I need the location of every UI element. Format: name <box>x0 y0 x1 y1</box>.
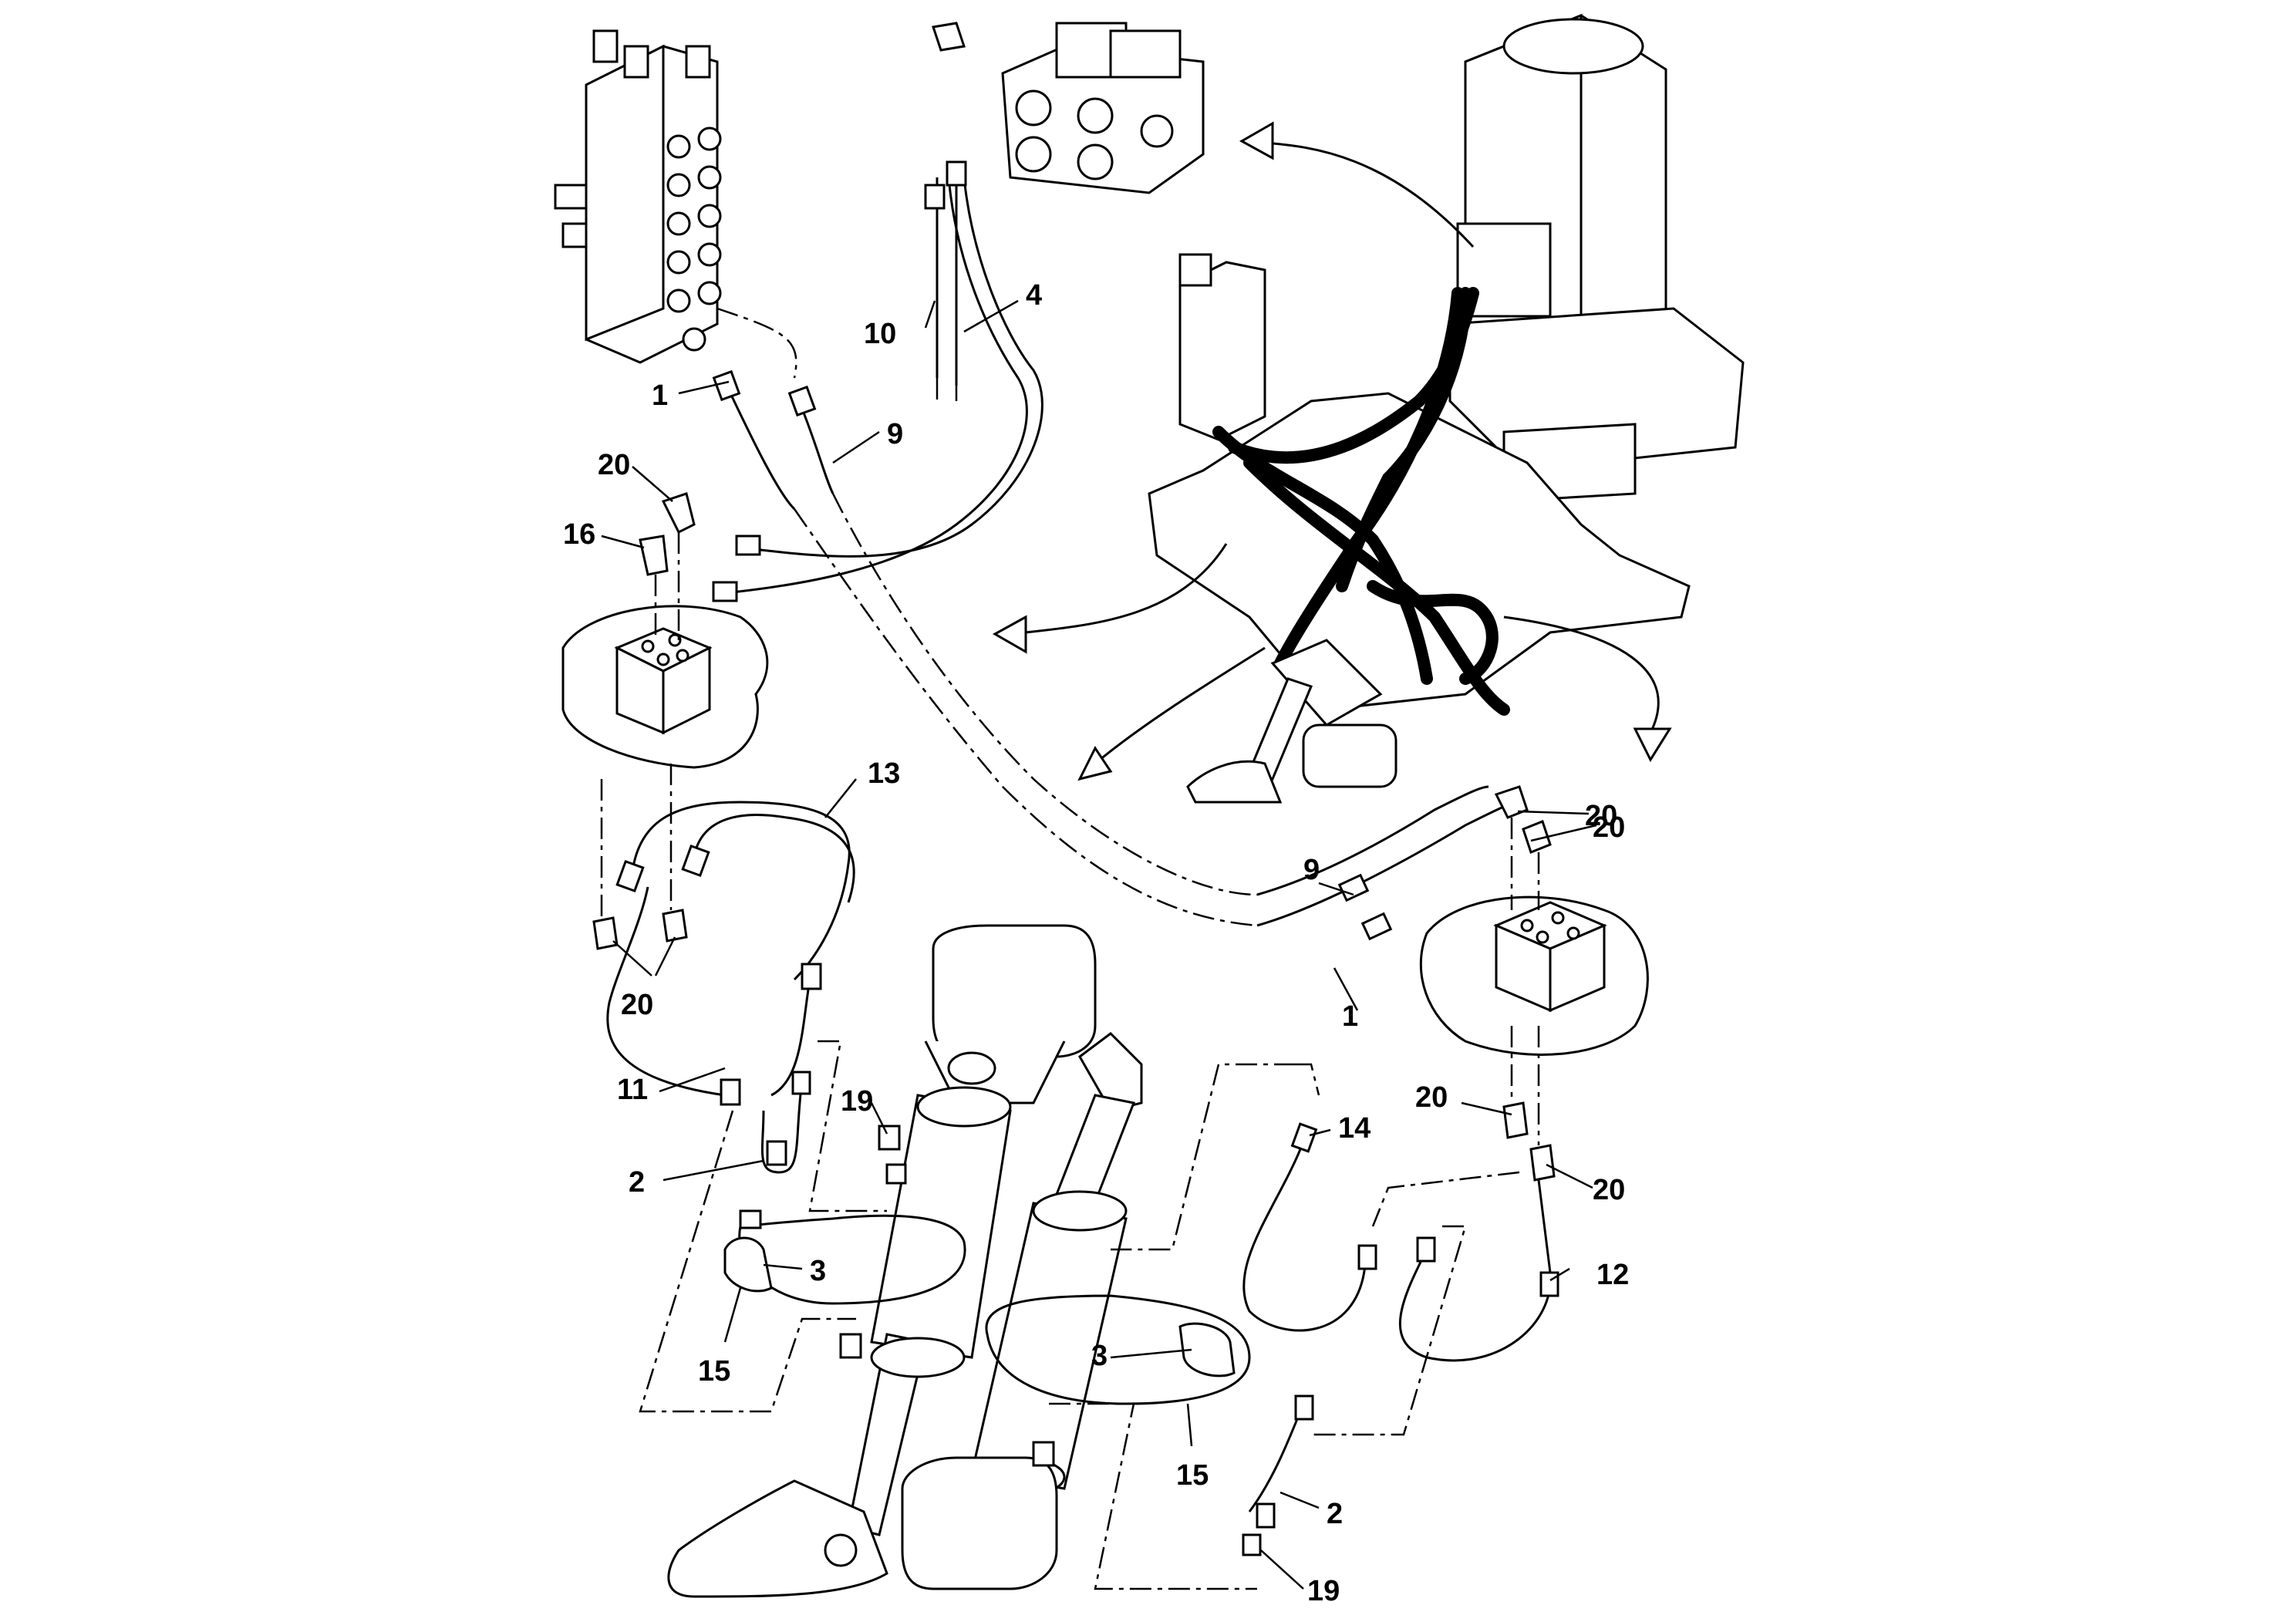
routing-lines <box>639 1040 1520 1590</box>
callout-11: 11 <box>617 1074 648 1106</box>
fittings-19 <box>839 1125 1055 1467</box>
callout-1: 1 <box>1342 1000 1358 1033</box>
cylinder-assembly-right <box>901 1032 1143 1590</box>
callout-16: 16 <box>563 518 595 551</box>
cylinder-assembly-left <box>667 924 1097 1598</box>
callout-2: 2 <box>629 1166 645 1199</box>
callout-20: 20 <box>621 989 653 1021</box>
callout-3: 3 <box>1091 1340 1108 1372</box>
left-lower-hoses <box>592 764 855 1106</box>
callout-10: 10 <box>864 318 896 350</box>
lower-right-hoses <box>1256 785 1552 941</box>
callout-20: 20 <box>598 449 630 481</box>
callout-20: 20 <box>1415 1081 1448 1114</box>
hose-fittings-upper <box>712 160 967 602</box>
callout-14: 14 <box>1338 1112 1371 1145</box>
callout-20: 20 <box>1585 800 1617 832</box>
callout-15: 15 <box>1176 1459 1209 1492</box>
callout-15: 15 <box>698 1355 730 1388</box>
right-lower-hoses <box>1242 1026 1559 1556</box>
callout-13: 13 <box>868 757 900 790</box>
hose-bundle <box>1212 287 1510 716</box>
callout-1: 1 <box>652 379 668 412</box>
mounting-block-left <box>561 605 769 769</box>
callouts: 1 1 2 2 3 3 4 9 9 10 11 12 13 14 15 15 1… <box>563 279 1629 1607</box>
callout-2: 2 <box>1327 1498 1343 1530</box>
callout-20: 20 <box>1593 811 1625 844</box>
valve-block-center <box>932 22 1205 194</box>
callout-12: 12 <box>1596 1259 1629 1291</box>
hose-2-loop <box>760 1071 811 1174</box>
hose-clamp-assembly-left <box>723 1209 966 1305</box>
callout-9: 9 <box>1303 854 1320 886</box>
middle-boom <box>1186 639 1397 804</box>
movement-arrows <box>992 121 1672 781</box>
valve-block-left <box>554 29 722 364</box>
callout-4: 4 <box>1026 279 1042 312</box>
mounting-block-right <box>1419 895 1649 1056</box>
callout-19: 19 <box>841 1085 873 1118</box>
callout-19: 19 <box>1307 1575 1340 1607</box>
hose-clamp-assembly-right <box>985 1294 1251 1405</box>
leader-lines <box>601 299 1597 1590</box>
upper-hoses <box>716 177 1258 927</box>
callout-20: 20 <box>1593 1174 1625 1206</box>
elbow-fittings-upper-left <box>639 492 696 640</box>
callout-9: 9 <box>887 418 903 450</box>
slew-column <box>1448 13 1745 503</box>
callout-3: 3 <box>810 1255 826 1287</box>
